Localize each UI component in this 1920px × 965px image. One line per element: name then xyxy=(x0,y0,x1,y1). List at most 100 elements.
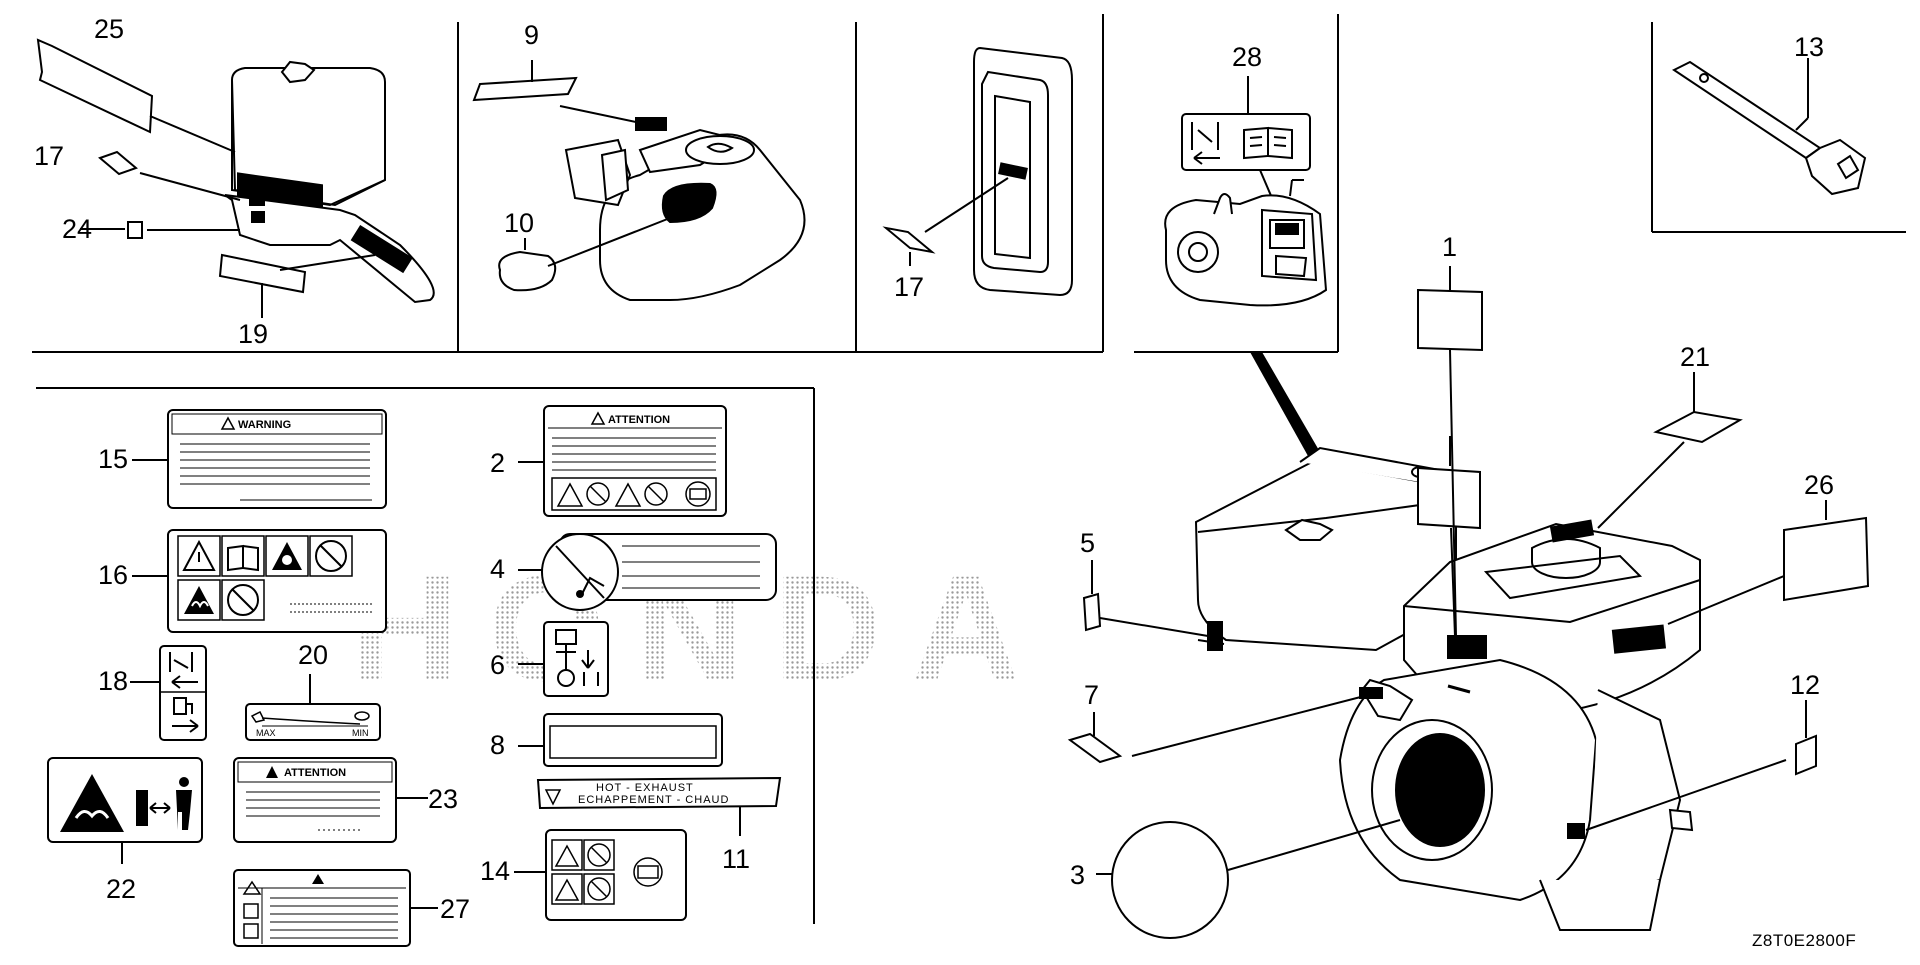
callout-6: 6 xyxy=(490,650,505,680)
part-16: 16 xyxy=(98,529,387,633)
callout-20: 20 xyxy=(298,640,328,670)
part-6: 6 xyxy=(490,621,609,697)
attention-triangle-icon xyxy=(266,766,278,778)
callout-2: 2 xyxy=(490,448,505,478)
part-25: 25 xyxy=(36,14,236,153)
person-icon xyxy=(176,777,192,830)
no-enclosed-area-icon xyxy=(315,540,347,572)
read-manual-icon xyxy=(227,544,259,572)
callout-15: 15 xyxy=(98,444,128,474)
part-9: 9 xyxy=(472,20,637,123)
turtle-icon xyxy=(354,711,370,721)
part-26: 26 xyxy=(1667,470,1870,625)
part-12: 12 xyxy=(1585,670,1820,831)
attention-title-2: ATTENTION xyxy=(608,414,670,426)
callout-28: 28 xyxy=(1232,42,1262,72)
part-4: 4 xyxy=(490,533,777,611)
pictogram-grid xyxy=(551,839,663,905)
panel-frames xyxy=(32,14,1906,924)
part-14: 14 xyxy=(480,829,687,921)
part-10: 10 xyxy=(498,208,671,292)
small-pictogram-icons xyxy=(242,880,262,939)
choke-max-label: MAX xyxy=(256,728,276,738)
part-27: 27 xyxy=(233,869,470,947)
fuel-shutoff-icon xyxy=(555,629,599,687)
callout-22: 22 xyxy=(106,874,136,904)
callout-4: 4 xyxy=(490,554,505,584)
choke-lever-icon xyxy=(169,652,198,689)
part-19: 19 xyxy=(218,253,376,349)
choke-min-label: MIN xyxy=(352,728,369,738)
fuel-valve-icon xyxy=(172,697,199,733)
callout-12: 12 xyxy=(1790,670,1820,700)
callout-17-a: 17 xyxy=(34,141,64,171)
part-7: 7 xyxy=(1067,680,1381,764)
part-28-label xyxy=(1181,113,1311,171)
choke-symbol-icon xyxy=(1191,122,1220,165)
hot-surface-triangle-icon xyxy=(60,774,124,832)
warning-triangle-icon xyxy=(220,416,236,430)
callout-21: 21 xyxy=(1680,342,1710,372)
part-15: 15 WARNING xyxy=(98,409,387,509)
callout-24: 24 xyxy=(62,214,92,244)
part-5: 5 xyxy=(1080,528,1209,637)
carburetor-detail xyxy=(1164,179,1328,307)
callout-17-b: 17 xyxy=(894,272,924,302)
part-20: 20 MAX MIN xyxy=(245,640,381,741)
attention-triangle-icon-2 xyxy=(590,411,606,425)
rabbit-icon xyxy=(250,710,266,723)
part-28: 28 xyxy=(1181,42,1311,227)
fuel-tank-assembly xyxy=(224,60,435,304)
callout-11: 11 xyxy=(722,844,750,874)
no-fire-icon xyxy=(541,533,619,611)
no-fuel-refill-icon xyxy=(227,584,259,616)
callout-3: 3 xyxy=(1070,860,1085,890)
part-8: 8 xyxy=(490,713,723,767)
callout-25: 25 xyxy=(94,14,124,44)
part-21: 21 xyxy=(1597,342,1743,529)
callout-16: 16 xyxy=(98,560,128,590)
part-3: 3 xyxy=(1070,819,1401,939)
callout-18: 18 xyxy=(98,666,128,696)
callout-14: 14 xyxy=(480,856,510,886)
callout-26: 26 xyxy=(1804,470,1834,500)
part-22: 22 xyxy=(47,757,203,904)
caution-small-icon xyxy=(312,874,324,884)
callout-27: 27 xyxy=(440,894,470,924)
part-17-tank: 17 xyxy=(34,141,241,201)
callout-13: 13 xyxy=(1794,32,1824,62)
attention-title-23: ATTENTION xyxy=(284,767,346,779)
callout-10: 10 xyxy=(504,208,534,238)
air-cleaner-assembly xyxy=(564,117,806,301)
warning-exclaim-icon xyxy=(182,539,216,571)
callout-19: 19 xyxy=(238,319,268,349)
hot-exhaust-line2: ECHAPPEMENT - CHAUD xyxy=(578,794,729,806)
warning-title: WARNING xyxy=(238,419,291,431)
part-23: ATTENTION 23 xyxy=(233,757,458,843)
part-1: 1 xyxy=(1417,232,1483,637)
engine-assembly xyxy=(1194,446,1701,931)
part-17-cover: 17 xyxy=(882,177,1009,302)
detail-arrow xyxy=(1250,352,1320,456)
keep-distance-icon xyxy=(149,802,171,814)
callout-1: 1 xyxy=(1442,232,1457,262)
part-24: 24 xyxy=(62,214,240,244)
hot-exhaust-line1: HOT - EXHAUST xyxy=(596,782,694,794)
part-2: 2 ATTENTION xyxy=(490,405,727,517)
part-18: 18 xyxy=(98,645,207,741)
cleaner-cover xyxy=(973,46,1073,297)
part-11: HOT - EXHAUST ECHAPPEMENT - CHAUD 11 xyxy=(536,776,782,874)
diagram-code: Z8T0E2800F xyxy=(1752,931,1856,950)
attention-pictograms xyxy=(551,477,717,511)
callout-8: 8 xyxy=(490,730,505,760)
callout-5: 5 xyxy=(1080,528,1095,558)
manual-book-icon xyxy=(1243,126,1293,160)
callout-9: 9 xyxy=(524,20,539,50)
callout-23: 23 xyxy=(428,784,458,814)
callout-7: 7 xyxy=(1084,680,1099,710)
hot-surface-icon xyxy=(184,586,214,614)
down-arrow-icon xyxy=(544,789,562,806)
part-13-wrench xyxy=(1672,58,1867,196)
